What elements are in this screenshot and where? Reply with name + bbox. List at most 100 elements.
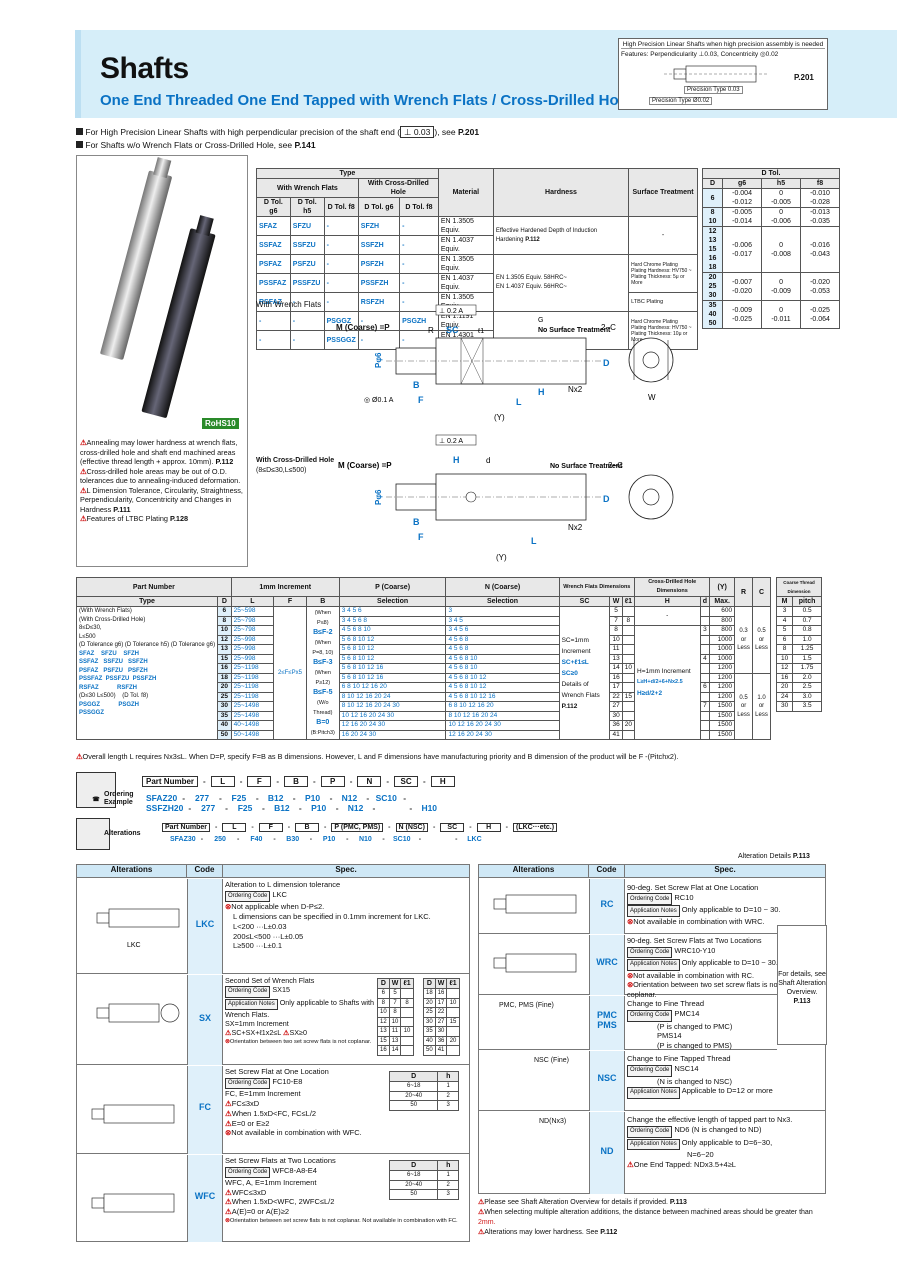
wf-conc: ◎ Ø0.1 A [364, 397, 394, 404]
small-cell: 8 [377, 997, 390, 1008]
spec-l1 [621, 653, 636, 664]
alterations-icon [76, 818, 110, 850]
spec-dd: 6 [699, 682, 711, 693]
alt-footnotes: ⚠Please see Shaft Alteration Overview fo… [478, 1198, 826, 1238]
spec-h-y: (Y) [709, 577, 736, 597]
surface-line: Plating Hardness: HV750 ~ [631, 324, 692, 331]
spec-h-h: H [634, 596, 701, 607]
small-cell [400, 1016, 414, 1027]
wf-l: L [516, 397, 522, 407]
spec-h-wf: Wrench Flats Dimensions [558, 577, 636, 597]
spec-p: 5 6 8 10 12 [338, 634, 447, 645]
spec-w: 5 [609, 606, 623, 617]
fc-spec: Set Screw Flat at One Location Ordering … [225, 1067, 465, 1138]
small-cell: 13 [377, 1026, 390, 1037]
lkc-r1: L<200 ···L±0.03 [233, 921, 287, 931]
spec-dd [699, 663, 711, 674]
spec-dd [699, 615, 711, 626]
fc-code: FC [187, 1066, 223, 1154]
spec-n: 3 4 5 6 [445, 625, 560, 636]
small-cell: 3 [437, 1189, 459, 1200]
pmc-title: Change to Fine Thread [627, 999, 704, 1008]
side-note-4-link[interactable]: P.128 [169, 514, 189, 523]
wf-l1: ℓ1 [477, 328, 484, 335]
sep: - [432, 824, 436, 831]
spec-y: 1200 [709, 663, 736, 674]
spec-w: 22 [609, 691, 623, 702]
sep: - [372, 803, 376, 813]
sx-c2: SX≥0 [289, 1028, 307, 1038]
small-cell: 18 [423, 988, 436, 999]
side-note-4-text: Features of LTBC Plating [86, 514, 168, 523]
alteration-details-link[interactable]: P.113 [792, 853, 810, 860]
type-cell: - [399, 216, 439, 236]
spec-l1: 8 [621, 615, 636, 626]
alt-h-code: Code [187, 865, 223, 877]
dtol-cell-h5: 0 -0.006 [761, 207, 801, 227]
wf-f: F [418, 395, 424, 405]
spec-row: (With Wrench Flats)(With Cross-Drilled H… [75, 606, 771, 740]
overview-link[interactable]: P.113 [793, 998, 811, 1005]
alt-row-wfc: WFC Set Screw Flats at Two Locations Ord… [77, 1155, 469, 1242]
sep: - [251, 824, 254, 831]
wfc-ocv: WFC8-A8-E4 [272, 1165, 317, 1175]
spec-n: 4 5 6 8 [445, 634, 560, 645]
alt-foot-1-link[interactable]: P.113 [669, 1199, 687, 1206]
pitch-m: 30 [775, 701, 794, 712]
code-part: (LKC···etc.) [512, 823, 558, 832]
type-cell: PSSFZH [357, 273, 401, 293]
small-cell [446, 1007, 460, 1018]
sep: - [215, 824, 218, 831]
hp-page-link[interactable]: P.201 [794, 73, 814, 82]
spec-l: 25~1198 [230, 691, 275, 702]
spec-sc-line: SC=1mm Increment [561, 636, 591, 655]
side-note-3-link[interactable]: P.111 [113, 504, 131, 514]
code-part: P [320, 776, 345, 787]
spec-type-line: (D Tolerance g6) (D Tolerance h5) (D Tol… [79, 642, 216, 648]
small-cell: 20~40 [388, 1179, 439, 1190]
side-note-1-link[interactable]: P.112 [215, 457, 234, 466]
cd-no-surface: No Surface Treatment [550, 463, 623, 470]
intro-page-link-2[interactable]: P.141 [294, 140, 316, 150]
hardness-1-link[interactable]: P.112 [525, 236, 540, 243]
type-cell: SSFZH [357, 235, 401, 255]
material-cell: EN 1.3505 Equiv. [437, 254, 494, 274]
alterations-parts: Part Number-L-F-B-P (PMC, PMS)-N (NSC)-S… [162, 823, 558, 832]
spec-l: 25~1198 [230, 672, 275, 683]
spec-h-d: D [217, 596, 232, 607]
spec-p: 5 6 8 10 12 16 [338, 663, 447, 674]
spec-n: 4 5 6 8 [445, 644, 560, 655]
pitch-val: 1.0 [792, 634, 822, 645]
dtol-cell-g6: -0.004 -0.012 [722, 188, 763, 208]
spec-p: 5 6 8 10 12 [338, 653, 447, 664]
small-cell: 2 [437, 1090, 459, 1101]
intro-page-link-1[interactable]: P.201 [458, 127, 480, 137]
hardness-header: Hardness [492, 168, 630, 217]
small-cell: 35 [423, 1026, 436, 1037]
spec-p: 3 4 5 6 8 [338, 615, 447, 626]
surface-header: Surface Treatment [628, 168, 698, 217]
sx-lcol-d: D [377, 978, 390, 989]
spec-l1 [621, 701, 636, 712]
cd-l: L [531, 536, 537, 546]
type-cell: PSFZU [289, 254, 325, 274]
pitch-m: 5 [775, 625, 794, 636]
alt-foot-3-link[interactable]: P.112 [600, 1229, 618, 1236]
code-part: SFAZ20 [146, 793, 178, 803]
pmc-l1: (P is changed to PMC) [657, 1021, 733, 1031]
sub-cd-f8: D Tol. f8 [399, 197, 439, 217]
pitch-col-pitch: pitch [792, 596, 822, 607]
code-part: SFAZ30 [170, 836, 196, 843]
alt-foot-1: ⚠Please see Shaft Alteration Overview fo… [478, 1199, 687, 1206]
spec-b-line: (When P≤8) [314, 610, 331, 626]
spec-l: 25~598 [230, 606, 275, 617]
spec-l: 25~1498 [230, 701, 275, 712]
